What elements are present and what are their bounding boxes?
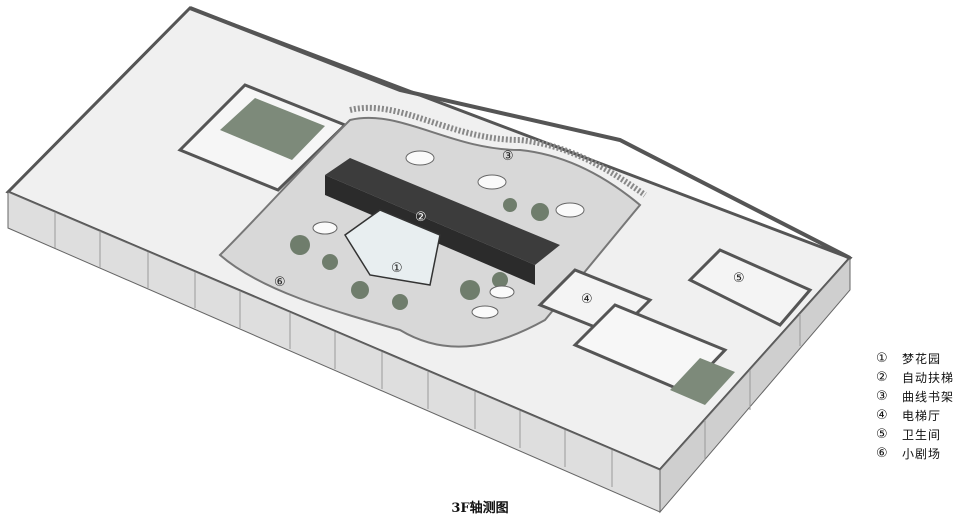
svg-text:④: ④ bbox=[581, 292, 593, 307]
seating-pods bbox=[312, 150, 585, 319]
legend-label: 电梯厅 bbox=[902, 409, 942, 423]
escalator-volume-face bbox=[325, 175, 535, 285]
legend-label: 曲线书架 bbox=[902, 390, 955, 404]
svg-text:①: ① bbox=[391, 261, 403, 276]
legend-number: ⑤ bbox=[876, 427, 888, 442]
marker-4: ④ bbox=[581, 292, 593, 307]
marker-6: ⑥ bbox=[274, 275, 286, 290]
legend-number: ② bbox=[876, 370, 888, 385]
legend: ① 梦花园 ② 自动扶梯 ③ 曲线书架 ④ 电梯厅 ⑤ 卫生间 ⑥ 小剧场 bbox=[876, 349, 958, 463]
garden-planting bbox=[290, 198, 549, 310]
facade-panels bbox=[54, 212, 801, 487]
legend-item: ⑤ 卫生间 bbox=[876, 425, 958, 444]
service-rooms bbox=[572, 303, 728, 394]
svg-text:②: ② bbox=[415, 210, 427, 225]
legend-item: ⑥ 小剧场 bbox=[876, 444, 958, 463]
legend-label: 卫生间 bbox=[902, 428, 942, 442]
figure-caption: 3F轴测图 bbox=[451, 501, 509, 516]
legend-item: ④ 电梯厅 bbox=[876, 406, 958, 425]
legend-number: ④ bbox=[876, 408, 888, 423]
legend-label: 小剧场 bbox=[902, 447, 942, 461]
legend-number: ③ bbox=[876, 389, 888, 404]
light-well-right-planting bbox=[670, 358, 735, 405]
marker-3: ③ bbox=[502, 149, 514, 164]
legend-label: 自动扶梯 bbox=[902, 371, 955, 385]
escalator-volume bbox=[325, 158, 560, 265]
svg-text:⑥: ⑥ bbox=[274, 275, 286, 290]
legend-label: 梦花园 bbox=[902, 352, 942, 366]
marker-5: ⑤ bbox=[733, 271, 745, 286]
svg-text:⑤: ⑤ bbox=[733, 271, 745, 286]
legend-item: ② 自动扶梯 bbox=[876, 368, 958, 387]
restroom-block bbox=[687, 248, 813, 327]
svg-text:③: ③ bbox=[502, 149, 514, 164]
curved-bookshelf bbox=[349, 104, 647, 198]
legend-number: ⑥ bbox=[876, 446, 888, 461]
legend-item: ③ 曲线书架 bbox=[876, 387, 958, 406]
front-wall-right bbox=[659, 256, 851, 514]
back-wall bbox=[189, 6, 851, 260]
legend-number: ① bbox=[876, 351, 888, 366]
marker-2: ② bbox=[415, 210, 427, 225]
light-well-left-planting bbox=[220, 98, 325, 160]
glass-pavilion bbox=[343, 209, 441, 286]
legend-item: ① 梦花园 bbox=[876, 349, 958, 368]
marker-1: ① bbox=[391, 261, 403, 276]
